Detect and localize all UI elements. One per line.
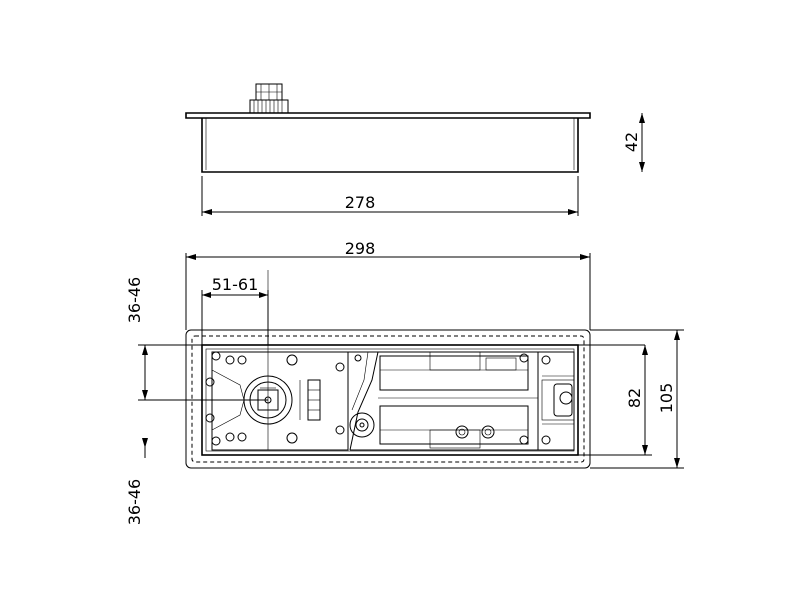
dim-width-body-label: 82 [625,388,644,408]
dim-length-side: 278 [201,176,579,216]
dim-spindle-offset-label: 51-61 [212,275,259,294]
side-view [185,83,591,173]
dim-spindle-offset: 51-61 [201,275,269,345]
dim-length-side-label: 278 [345,193,376,212]
dim-length-cover: 298 [185,239,591,330]
dim-width-cover: 105 [590,329,684,469]
dim-offset-bottom: 36-46 [125,438,148,525]
dim-width-body: 82 [578,345,652,456]
dim-offset-top-label: 36-46 [125,277,144,324]
screws [205,351,551,446]
dim-height-side-label: 42 [622,132,641,152]
dim-height-side: 42 [622,113,645,172]
dim-offset-bottom-label: 36-46 [125,479,144,526]
dim-length-cover-label: 298 [345,239,376,258]
dim-width-cover-label: 105 [657,383,676,414]
top-view [185,329,591,469]
spindle-side [249,83,289,114]
